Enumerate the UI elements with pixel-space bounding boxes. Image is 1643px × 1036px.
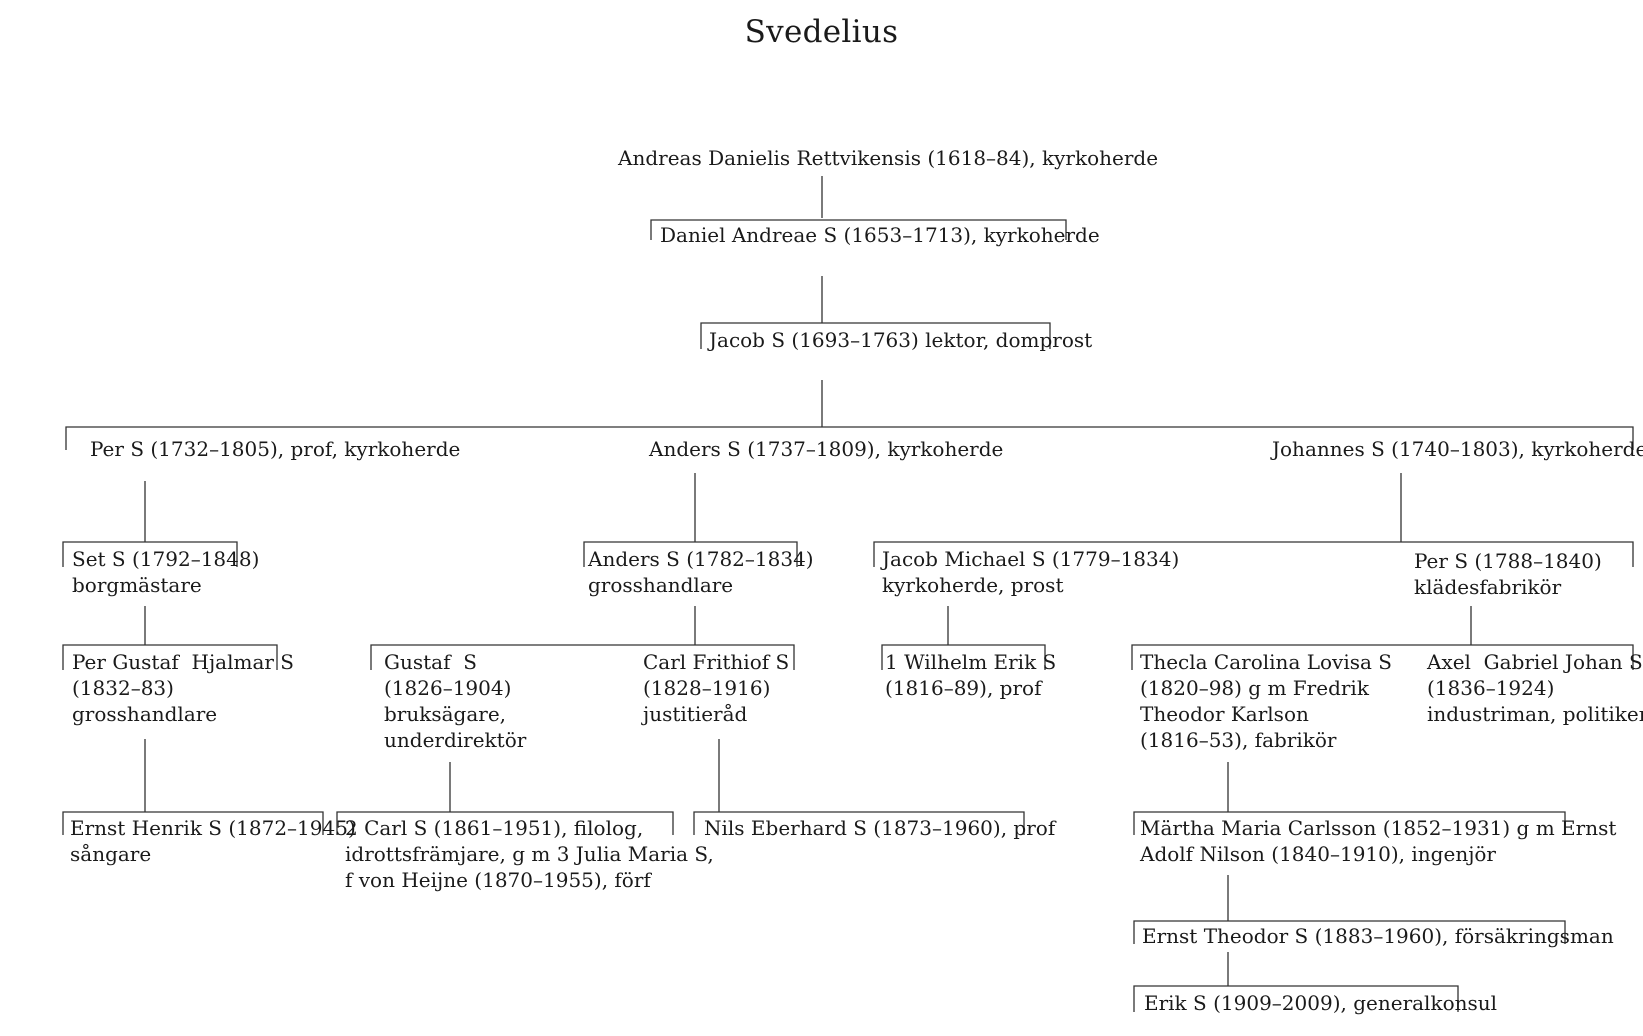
bracket-nils (693, 811, 1025, 835)
bracket-johannes-children (873, 541, 1634, 567)
person-andreas: Andreas Danielis Rettvikensis (1618–84),… (618, 146, 1159, 170)
bracket-per1788-children (1131, 644, 1634, 670)
bracket-jacob-children (65, 426, 1634, 450)
person-johannes: Johannes S (1740–1803), kyrkoherde (1272, 437, 1643, 461)
person-jacob: Jacob S (1693–1763) lektor, domprost (709, 328, 1093, 352)
bracket-wilhelm (881, 644, 1046, 670)
person-jacob-michael: Jacob Michael S (1779–1834) kyrkoherde, … (882, 547, 1180, 597)
person-erik: Erik S (1909–2009), generalkonsul (1144, 991, 1498, 1015)
person-per-gustaf: Per Gustaf Hjalmar S (1832–83) grosshand… (72, 650, 294, 726)
person-per-1788: Per S (1788–1840) klädesfabrikör (1414, 549, 1602, 599)
person-nils: Nils Eberhard S (1873–1960), prof (704, 816, 1056, 840)
person-martha: Märtha Maria Carlsson (1852–1931) g m Er… (1140, 816, 1617, 866)
bracket-anders-1782 (583, 541, 798, 567)
person-set: Set S (1792–1848) borgmästare (72, 547, 260, 597)
person-ernst-henrik: Ernst Henrik S (1872–1945) sångare (70, 816, 356, 866)
person-gustaf: Gustaf S (1826–1904) bruksägare, underdi… (384, 650, 527, 752)
bracket-anders-children (370, 644, 795, 670)
person-carl-frithiof: Carl Frithiof S (1828–1916) justitieråd (643, 650, 790, 726)
bracket-carl-1861 (336, 811, 674, 835)
bracket-ernsthenrik (62, 811, 324, 835)
bracket-daniel (650, 219, 1067, 240)
person-per-1732: Per S (1732–1805), prof, kyrkoherde (90, 437, 461, 461)
person-ernst-theodor: Ernst Theodor S (1883–1960), försäkrings… (1142, 924, 1614, 948)
person-carl-1861: 2 Carl S (1861–1951), filolog, idrottsfr… (345, 816, 714, 892)
person-daniel: Daniel Andreae S (1653–1713), kyrkoherde (660, 223, 1100, 247)
bracket-erik (1133, 985, 1459, 1012)
bracket-set (62, 541, 238, 567)
bracket-jacob (700, 322, 1051, 349)
bracket-pergustaf (62, 644, 278, 670)
page-title: Svedelius (744, 14, 899, 50)
person-thecla: Thecla Carolina Lovisa S (1820–98) g m F… (1140, 650, 1392, 752)
person-wilhelm: 1 Wilhelm Erik S (1816–89), prof (885, 650, 1057, 700)
person-axel: Axel Gabriel Johan S (1836–1924) industr… (1427, 650, 1643, 726)
bracket-martha (1133, 811, 1566, 835)
person-anders-1737: Anders S (1737–1809), kyrkoherde (649, 437, 1004, 461)
bracket-ernsttheodor (1133, 920, 1566, 944)
person-anders-1782: Anders S (1782–1834) grosshandlare (588, 547, 814, 597)
